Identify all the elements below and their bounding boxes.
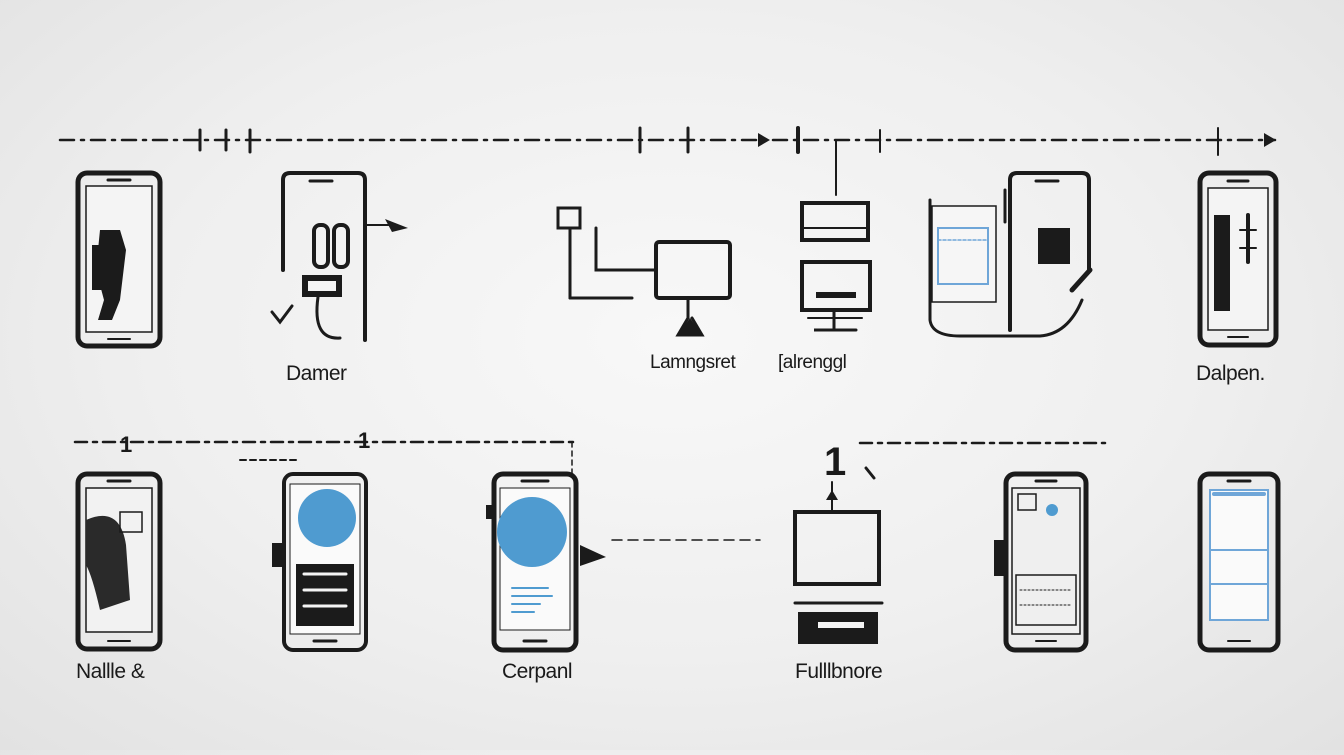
cable-node-icon — [556, 206, 658, 300]
label-cerpanl: Cerpanl — [502, 660, 573, 683]
phone-cable-icon — [928, 171, 1093, 338]
phone-list-icon — [486, 471, 606, 653]
marker-one-c: 1 — [824, 440, 846, 484]
label-damer: Damer — [286, 362, 347, 385]
monitor-tray-icon — [800, 201, 872, 332]
phone-slim-icon — [1197, 170, 1279, 348]
label-dalpen: Dalpen. — [1196, 362, 1265, 385]
top-timeline — [58, 126, 1277, 196]
monitor-printer-icon — [793, 466, 884, 644]
bottom-timeline-left — [73, 440, 761, 541]
label-center-left: Lamngsret — [650, 352, 736, 373]
phone-photo-icon — [75, 471, 163, 652]
phone-plug-icon — [270, 171, 408, 342]
marker-one-b: 1 — [358, 428, 370, 453]
phone-blue-circle-icon — [272, 472, 368, 652]
label-nallle: Nallle & — [76, 660, 145, 683]
label-fullbnore: Fulllbnore — [795, 660, 883, 683]
marker-one-a: 1 — [120, 432, 132, 457]
label-center-right: [alrenggl — [778, 352, 847, 373]
phone-tool-icon — [75, 170, 163, 349]
phone-blue-grid-icon — [1197, 471, 1281, 653]
monitor-stand-icon — [654, 240, 732, 337]
phone-gallery-icon — [994, 471, 1089, 653]
